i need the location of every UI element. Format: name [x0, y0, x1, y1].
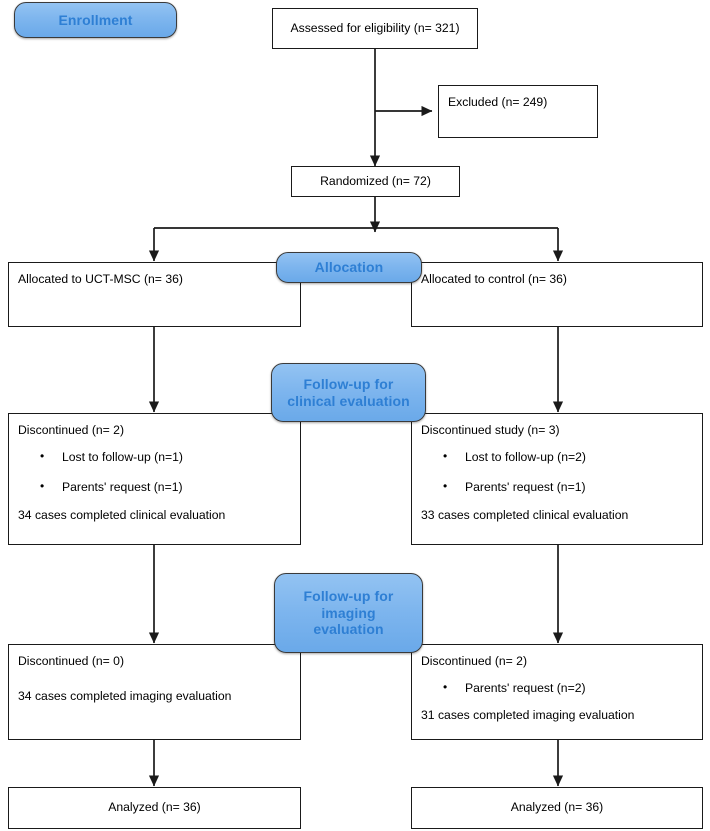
node-followup-clinical-left: Discontinued (n= 2) Lost to follow-up (n…	[8, 413, 301, 545]
node-followup-imaging-right: Discontinued (n= 2) Parents' request (n=…	[411, 644, 703, 740]
node-followup-clinical-right-heading: Discontinued study (n= 3)	[421, 423, 560, 437]
node-analyzed-left-text: Analyzed (n= 36)	[108, 800, 201, 815]
stage-badge-enrollment-label: Enrollment	[58, 11, 133, 28]
node-allocated-right-text: Allocated to control (n= 36)	[421, 272, 567, 286]
list-item: Parents' request (n=2)	[443, 679, 693, 698]
node-excluded: Excluded (n= 249)	[438, 85, 598, 138]
node-followup-clinical-right: Discontinued study (n= 3) Lost to follow…	[411, 413, 703, 545]
list-item: Lost to follow-up (n=1)	[40, 448, 291, 467]
node-followup-imaging-right-summary: 31 cases completed imaging evaluation	[421, 708, 635, 723]
node-analyzed-left: Analyzed (n= 36)	[8, 787, 301, 829]
node-randomized: Randomized (n= 72)	[291, 166, 460, 197]
stage-badge-followup-clinical-label-line1: Follow-up for	[303, 375, 394, 392]
node-followup-clinical-right-summary: 33 cases completed clinical evaluation	[421, 508, 629, 523]
node-allocated-left: Allocated to UCT-MSC (n= 36)	[8, 262, 301, 327]
node-analyzed-right: Analyzed (n= 36)	[411, 787, 703, 829]
stage-badge-followup-imaging-label-line3: evaluation	[313, 621, 384, 638]
stage-badge-enrollment: Enrollment	[14, 2, 177, 38]
node-assessed-for-eligibility-text: Assessed for eligibility (n= 321)	[290, 20, 460, 35]
node-followup-clinical-left-bullets: Lost to follow-up (n=1) Parents' request…	[18, 448, 291, 497]
list-item: Parents' request (n=1)	[443, 478, 693, 497]
node-followup-clinical-right-bullets: Lost to follow-up (n=2) Parents' request…	[421, 448, 693, 497]
stage-badge-allocation-label: Allocation	[314, 259, 384, 276]
node-followup-imaging-left: Discontinued (n= 0) 34 cases completed i…	[8, 644, 301, 740]
stage-badge-allocation: Allocation	[276, 252, 422, 283]
node-assessed-for-eligibility: Assessed for eligibility (n= 321)	[272, 8, 478, 49]
node-followup-clinical-left-summary: 34 cases completed clinical evaluation	[18, 508, 226, 523]
node-followup-imaging-right-bullets: Parents' request (n=2)	[421, 679, 693, 698]
list-item: Lost to follow-up (n=2)	[443, 448, 693, 467]
node-allocated-left-text: Allocated to UCT-MSC (n= 36)	[18, 272, 183, 286]
node-followup-clinical-left-heading: Discontinued (n= 2)	[18, 423, 125, 437]
list-item: Parents' request (n=1)	[40, 478, 291, 497]
stage-badge-followup-clinical: Follow-up for clinical evaluation	[271, 363, 426, 422]
node-followup-imaging-left-summary: 34 cases completed imaging evaluation	[18, 688, 232, 703]
stage-badge-followup-imaging-label-line2: imaging	[321, 604, 376, 621]
node-followup-imaging-right-heading: Discontinued (n= 2)	[421, 654, 528, 668]
stage-badge-followup-imaging-label-line1: Follow-up for	[303, 588, 394, 605]
node-excluded-text: Excluded (n= 249)	[448, 95, 548, 109]
node-allocated-right: Allocated to control (n= 36)	[411, 262, 703, 327]
stage-badge-followup-clinical-label-line2: clinical evaluation	[287, 392, 410, 409]
node-analyzed-right-text: Analyzed (n= 36)	[510, 800, 604, 815]
node-followup-imaging-left-heading: Discontinued (n= 0)	[18, 654, 125, 668]
stage-badge-followup-imaging: Follow-up for imaging evaluation	[274, 573, 423, 653]
node-randomized-text: Randomized (n= 72)	[320, 173, 431, 188]
